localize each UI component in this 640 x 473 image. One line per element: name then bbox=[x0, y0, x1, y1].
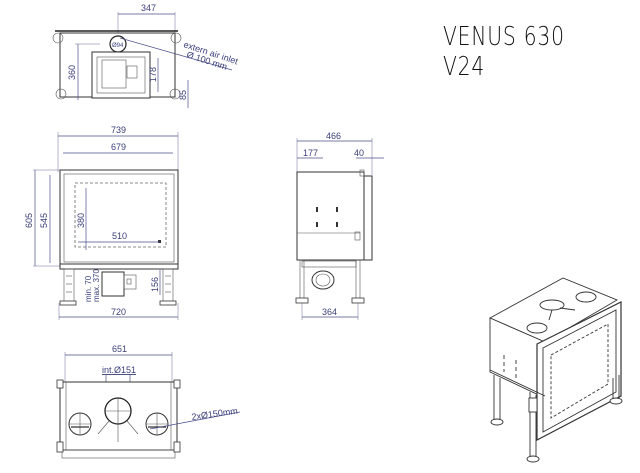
bottom-view: 651 int.Ø151 2xØ150mm bbox=[56, 344, 241, 459]
top-dim-depth: 360 bbox=[67, 65, 77, 80]
front-dim-inner-width: 679 bbox=[111, 142, 126, 152]
front-dim-base-width: 720 bbox=[111, 307, 126, 317]
product-title: VENUS 630 V24 bbox=[443, 22, 565, 82]
front-dim-outer-width: 739 bbox=[111, 125, 126, 135]
front-dim-glass-width: 510 bbox=[112, 231, 127, 241]
front-dim-leg-max: max. 370 bbox=[92, 269, 101, 302]
top-dim-width: 347 bbox=[141, 3, 156, 13]
front-view: 739 679 380 510 605 545 bbox=[24, 125, 179, 320]
side-dim-leg-spacing: 364 bbox=[322, 307, 337, 317]
side-dim-depth: 466 bbox=[326, 131, 341, 141]
bottom-center-label: int.Ø151 bbox=[102, 365, 136, 375]
bottom-dim-width: 651 bbox=[112, 344, 127, 354]
front-dim-glass-height: 380 bbox=[76, 213, 86, 228]
side-view: 466 177 40 364 bbox=[295, 131, 384, 320]
front-dim-body-height: 545 bbox=[39, 213, 49, 228]
top-dim-offset: 85 bbox=[178, 90, 188, 100]
top-center-label: Ø94 bbox=[112, 43, 124, 49]
side-dim-front-offset: 177 bbox=[303, 148, 318, 158]
front-dim-leg-min: min. 70 bbox=[84, 275, 93, 302]
top-view: 347 Ø94 360 178 85 extern air inlet Ø 10… bbox=[52, 3, 240, 108]
bottom-side-label: 2xØ150mm bbox=[191, 406, 238, 422]
front-dim-box-height: 156 bbox=[150, 277, 160, 292]
top-dim-inner: 178 bbox=[148, 67, 158, 82]
front-dim-total-height: 605 bbox=[24, 213, 34, 228]
isometric-view bbox=[488, 277, 623, 463]
side-dim-frame: 40 bbox=[354, 148, 364, 158]
